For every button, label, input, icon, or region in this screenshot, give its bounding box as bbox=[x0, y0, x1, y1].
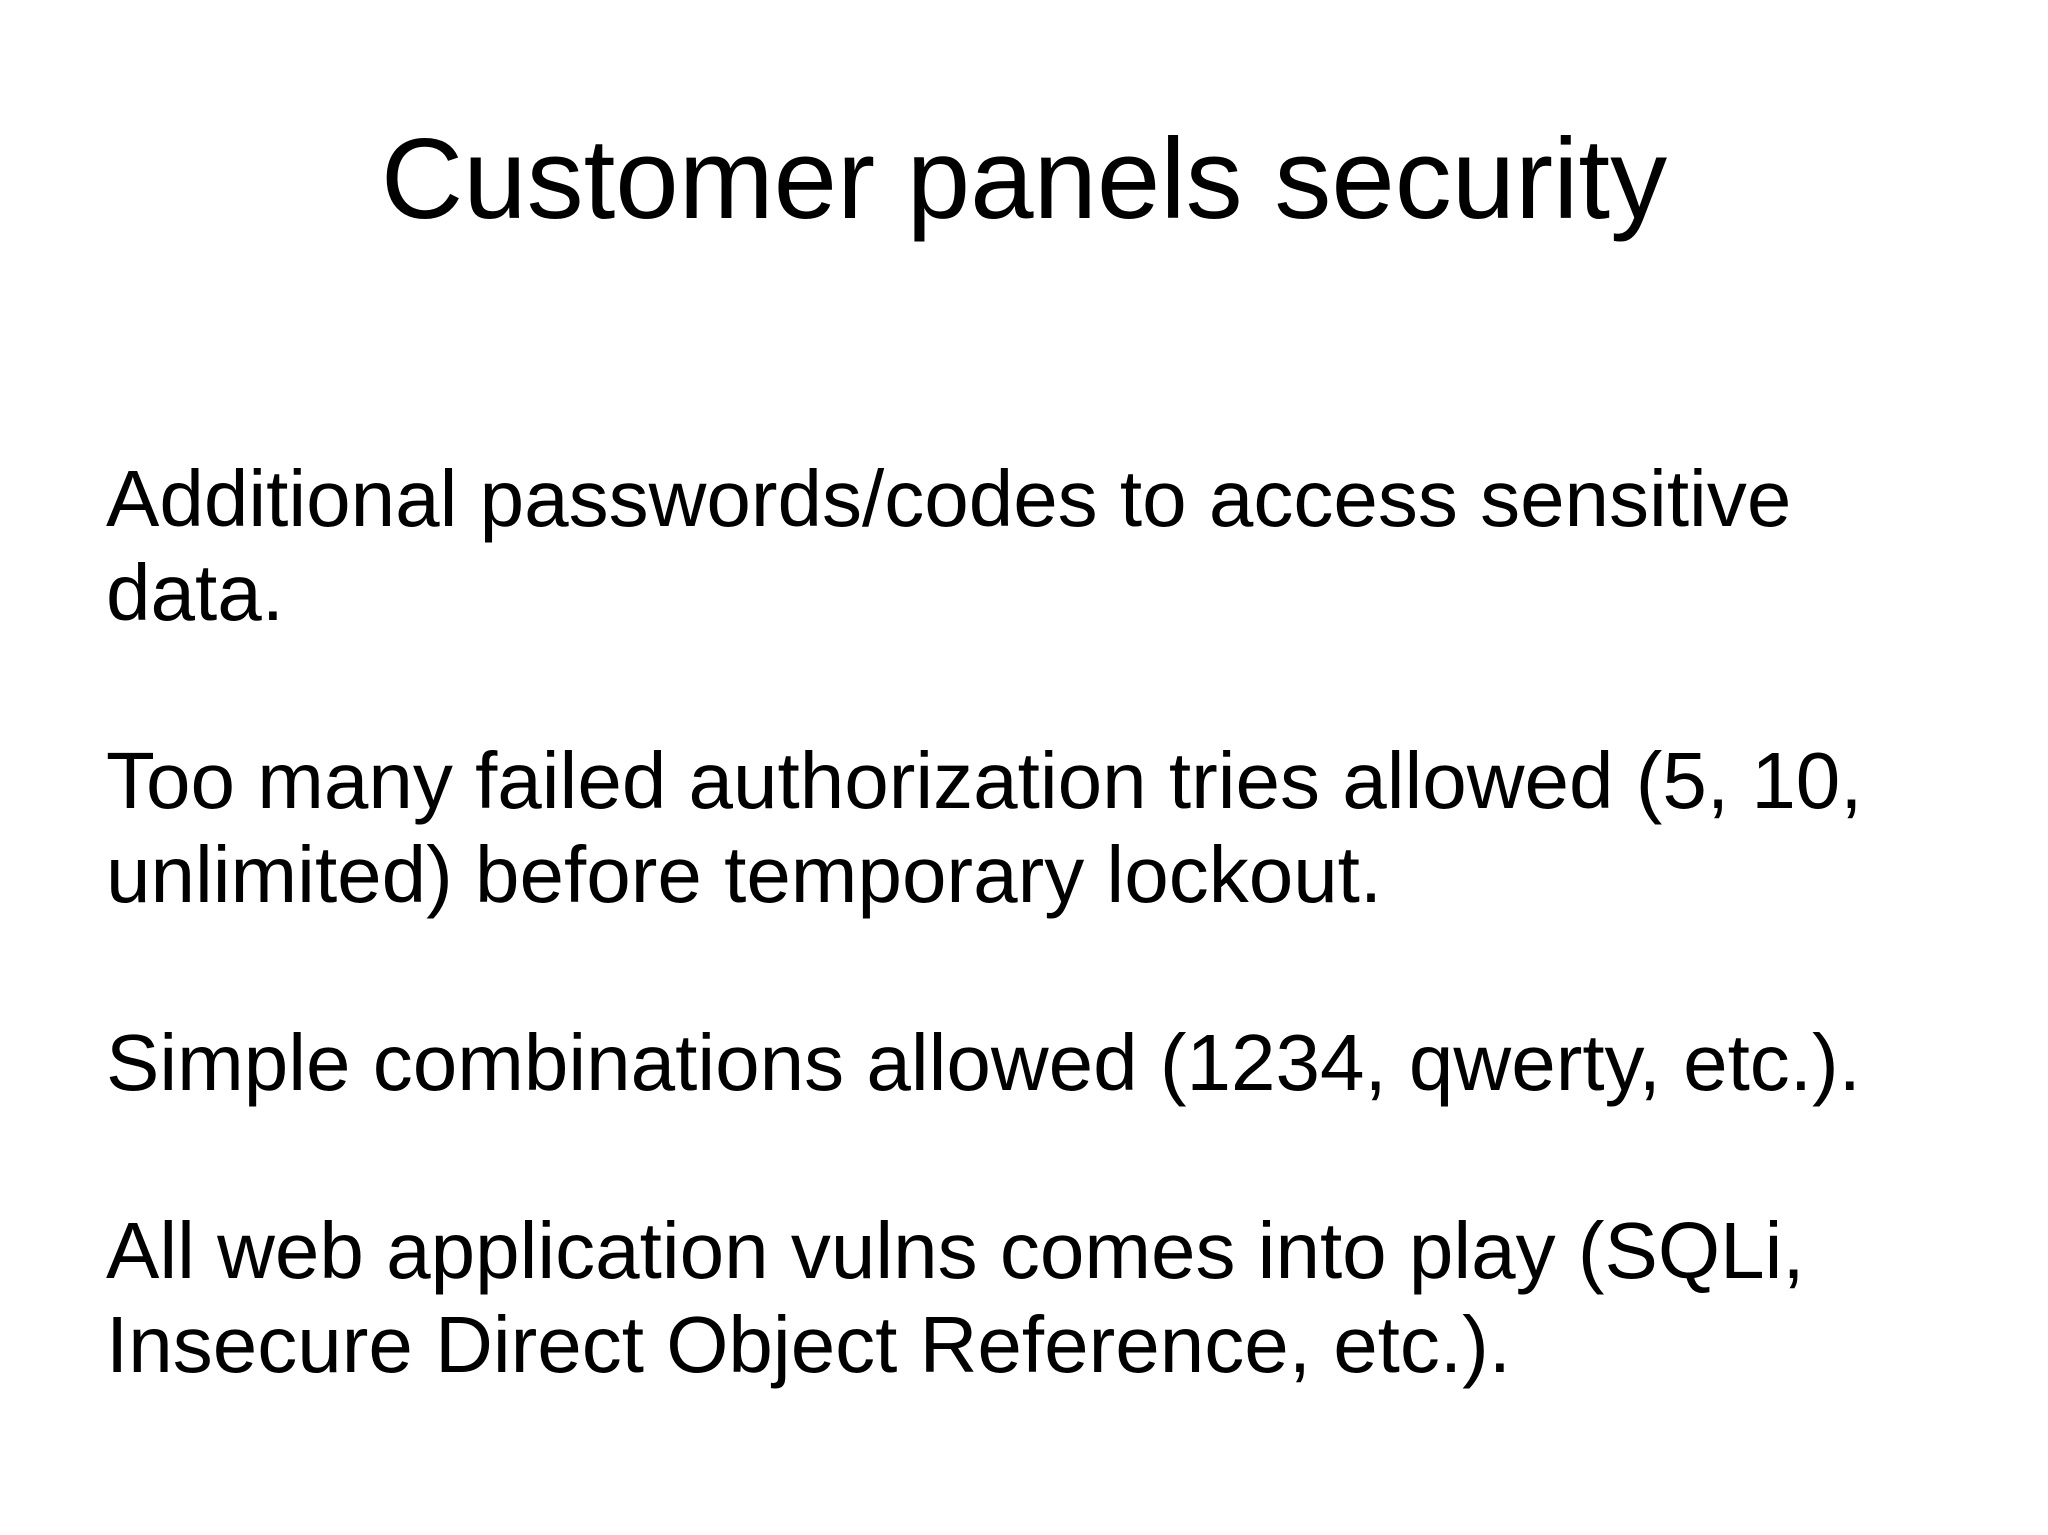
paragraph-failed-tries: Too many failed authorization tries allo… bbox=[106, 734, 2018, 922]
paragraph-passwords: Additional passwords/codes to access sen… bbox=[106, 452, 2018, 640]
body-line: All web application vulns comes into pla… bbox=[106, 1206, 1805, 1295]
slide-title: Customer panels security bbox=[380, 116, 1668, 243]
body-line: Insecure Direct Object Reference, etc.). bbox=[106, 1300, 1511, 1389]
body-line: Additional passwords/codes to access sen… bbox=[106, 454, 1792, 543]
body-line: unlimited) before temporary lockout. bbox=[106, 830, 1383, 919]
body-line: data. bbox=[106, 548, 284, 637]
paragraph-web-vulns: All web application vulns comes into pla… bbox=[106, 1204, 2018, 1392]
slide-body: Additional passwords/codes to access sen… bbox=[106, 452, 2018, 1392]
body-line: Too many failed authorization tries allo… bbox=[106, 736, 1863, 825]
body-line: Simple combinations allowed (1234, qwert… bbox=[106, 1018, 1861, 1107]
paragraph-simple-combinations: Simple combinations allowed (1234, qwert… bbox=[106, 1016, 2018, 1110]
